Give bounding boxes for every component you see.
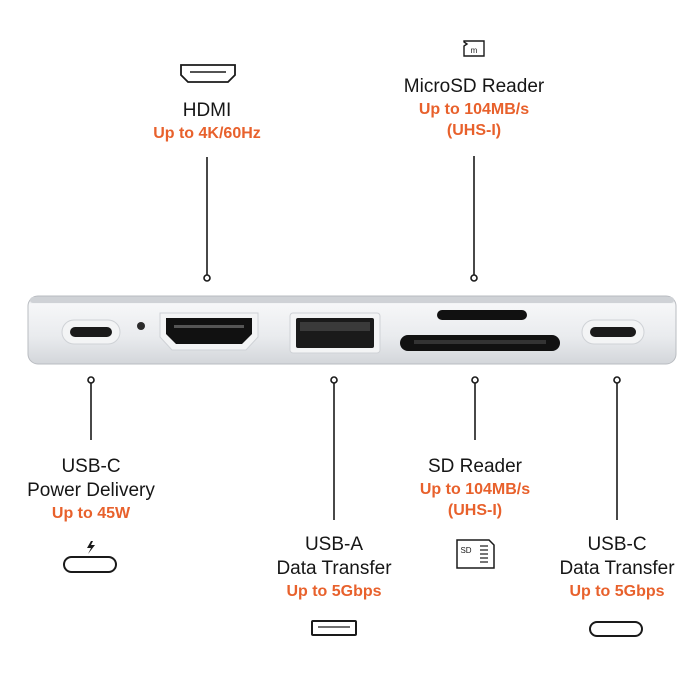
- sd-spec-line1: Up to 104MB/s: [419, 481, 531, 498]
- usbc-pd-spec: Up to 45W: [51, 505, 131, 522]
- usbc-data-label: USB-C Data Transfer Up to 5Gbps: [507, 533, 700, 602]
- sd-title: SD Reader: [428, 456, 522, 477]
- sd-card-icon: SD: [456, 539, 495, 569]
- usbc-icon: [589, 621, 643, 637]
- sd-label: SD Reader Up to 104MB/s (UHS-I): [365, 455, 585, 521]
- usbc-data-port: [581, 319, 645, 345]
- sd-slot: [400, 335, 560, 351]
- usba-label: USB-A Data Transfer Up to 5Gbps: [224, 533, 444, 602]
- usbc-data-spec: Up to 5Gbps: [569, 583, 665, 600]
- usba-title-line1: USB-A: [304, 534, 364, 555]
- usbc-pd-title-line2: Power Delivery: [27, 480, 155, 501]
- microsd-spec-line2: (UHS-I): [446, 122, 502, 139]
- microsd-spec-line1: Up to 104MB/s: [418, 101, 530, 118]
- usba-port: [289, 312, 381, 354]
- hdmi-port: [159, 312, 259, 351]
- usbc-pd-port: [61, 319, 121, 345]
- usbc-pd-title-line1: USB-C: [61, 456, 121, 477]
- hdmi-icon: [180, 64, 236, 83]
- usba-icon: [311, 620, 357, 636]
- microsd-label: MicroSD Reader Up to 104MB/s (UHS-I): [364, 75, 584, 141]
- usba-spec: Up to 5Gbps: [286, 583, 382, 600]
- led-indicator: [137, 322, 145, 330]
- hdmi-title: HDMI: [182, 100, 232, 121]
- sd-icon-text: SD: [460, 546, 471, 555]
- microsd-slot: [437, 310, 527, 320]
- hdmi-spec: Up to 4K/60Hz: [153, 125, 261, 142]
- usba-title-line2: Data Transfer: [276, 558, 392, 579]
- microsd-icon: m: [463, 40, 485, 57]
- usbc-lightning-icon: [63, 541, 117, 573]
- usbc-data-title-line2: Data Transfer: [559, 558, 675, 579]
- sd-spec-line2: (UHS-I): [447, 502, 503, 519]
- usbc-pd-label: USB-C Power Delivery Up to 45W: [0, 455, 201, 524]
- leader-lines: [87, 156, 621, 520]
- microsd-title: MicroSD Reader: [403, 76, 545, 97]
- microsd-icon-text: m: [471, 46, 478, 55]
- usbc-data-title-line1: USB-C: [587, 534, 647, 555]
- hdmi-label: HDMI Up to 4K/60Hz: [97, 99, 317, 144]
